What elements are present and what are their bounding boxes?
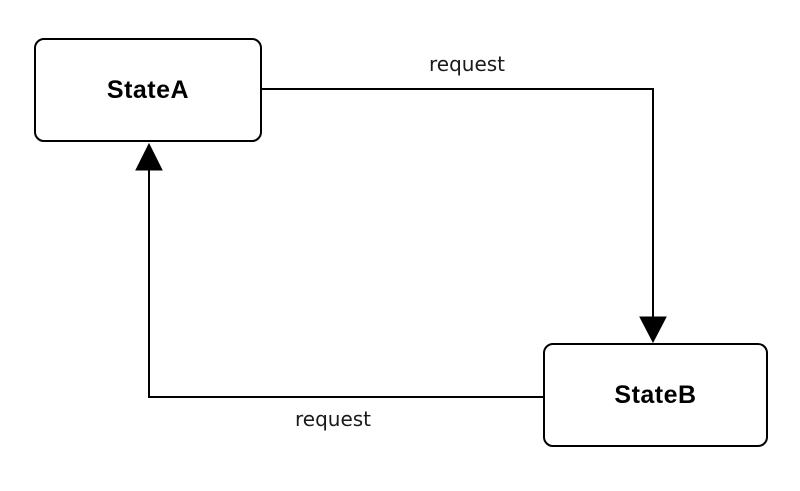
state-node-b: StateB — [543, 343, 768, 447]
edge-statea-to-stateb — [262, 88, 654, 319]
state-node-b-label: StateB — [614, 380, 697, 409]
edge-label-request-bottom: request — [294, 407, 372, 431]
edge-stateb-to-statea — [148, 169, 543, 398]
state-node-a: StateA — [34, 38, 262, 142]
arrowhead-down-icon — [639, 316, 667, 344]
state-node-a-label: StateA — [106, 75, 190, 104]
edge-label-request-top: request — [428, 52, 506, 76]
arrowhead-up-icon — [135, 142, 163, 171]
